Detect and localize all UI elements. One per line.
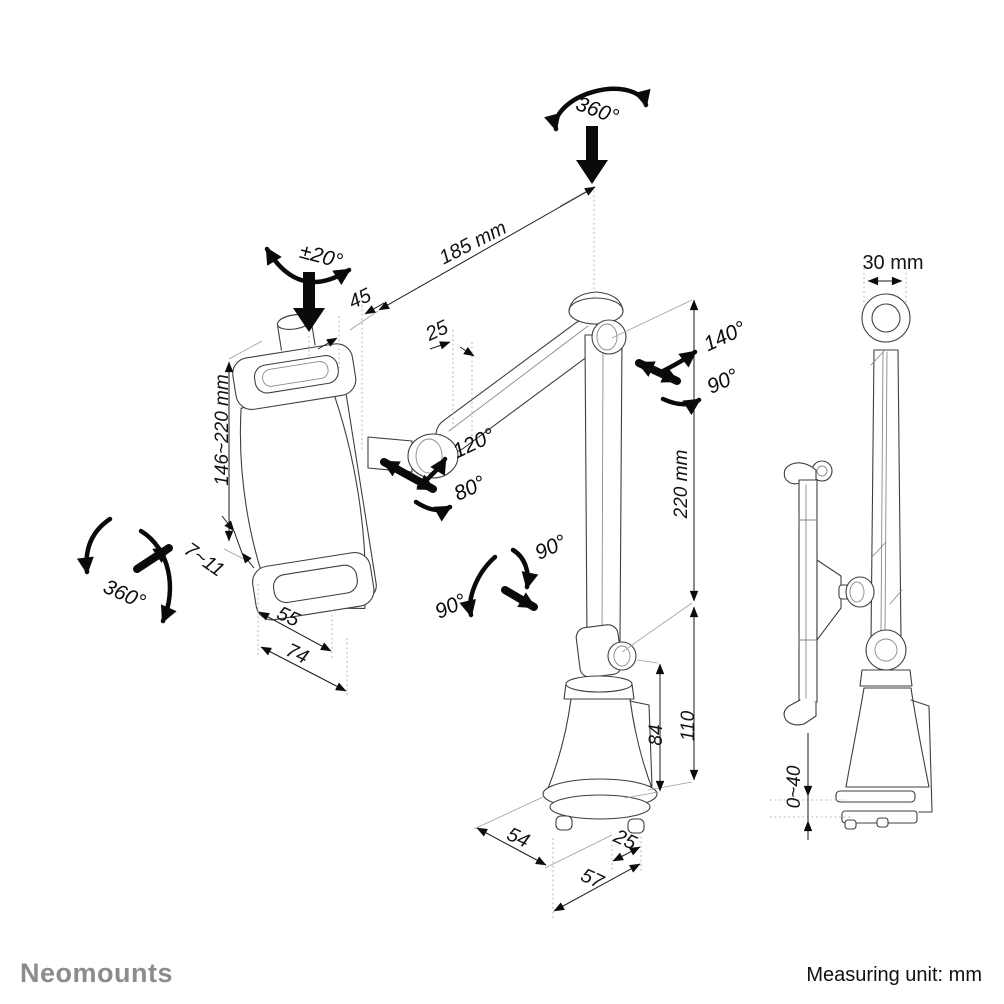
label-arm-diameter: 25: [421, 316, 452, 346]
dim-line-base-tab-offset: [612, 846, 641, 862]
upper-joint-down-arc: [413, 499, 453, 522]
elbow-joint-cap: [568, 297, 624, 325]
side-holder-top-hook: [783, 462, 817, 485]
tablet-holder: [232, 313, 377, 621]
measuring-unit-note: Measuring unit: mm: [806, 964, 982, 986]
elbow-joint-knob: [591, 319, 627, 355]
holder-swivel-arc-left: [76, 516, 113, 575]
elbow-down-arc: [660, 396, 702, 415]
label-lower-tilt-left: 90°: [432, 589, 471, 623]
upper-arm-tube: [435, 319, 603, 453]
elbow-up-arc: [658, 349, 698, 375]
front-view-drawing: [232, 291, 658, 834]
label-holder-height-range: 146~220 mm: [212, 374, 233, 485]
lower-tilt-bold-arrow: [501, 586, 538, 611]
lower-hinge-knob: [607, 641, 637, 671]
label-lower-tilt-right: 90°: [532, 530, 571, 564]
elbow-double-arrow: [635, 359, 681, 385]
holder-back-plate: [239, 383, 367, 609]
label-holder-outer-width: 74: [282, 639, 311, 668]
side-ball-joint: [845, 576, 875, 608]
label-base-depth: 57: [577, 864, 607, 894]
top-rotation-arc: [544, 86, 651, 132]
label-holder-tilt: ±20°: [297, 240, 345, 273]
side-elbow: [865, 629, 907, 671]
base-cone: [546, 698, 654, 792]
side-base-cone: [845, 687, 930, 788]
holder-tilt-down-arrow: [293, 272, 325, 332]
dim-line-holder-outer-width: [260, 646, 347, 692]
label-base-upper-height: 84: [646, 724, 667, 745]
label-clamp-jaw-range: 7~11: [180, 538, 228, 581]
dim-line-base-depth: [553, 863, 641, 912]
brand-logo: Neomounts: [20, 958, 173, 988]
motion-arrows: [76, 86, 702, 624]
side-holder-bar: [798, 479, 818, 703]
holder-swivel-arc-right: [138, 528, 177, 624]
label-elbow-up: 140°: [700, 317, 749, 356]
dim-line-base-width: [476, 827, 547, 866]
upper-joint-up-arc: [416, 456, 448, 490]
dim-line-arm-length: [378, 186, 596, 311]
label-elbow-down: 90°: [704, 364, 743, 398]
label-holder-swivel: 360°: [100, 575, 149, 614]
label-base-width: 54: [503, 823, 532, 852]
side-view-drawing: [783, 293, 933, 830]
side-holder-bottom-hook: [783, 699, 817, 726]
label-clamp-opening-range: 0~40: [784, 765, 805, 808]
dim-line-holder-inner-width: [258, 611, 332, 652]
dimension-lines: [221, 186, 903, 912]
label-upper-joint-down: 80°: [451, 471, 490, 505]
label-side-arm-width: 30 mm: [862, 252, 923, 274]
lower-tilt-right-arc: [510, 547, 539, 590]
label-arm-length: 185 mm: [436, 217, 510, 269]
top-down-arrow: [576, 126, 608, 184]
label-holder-depth: 45: [345, 284, 375, 314]
holder-top-jaw: [232, 343, 357, 411]
label-base-total-height: 110: [678, 710, 699, 741]
holder-swivel-bold-arrow: [133, 544, 173, 573]
label-column-height: 220 mm: [671, 450, 692, 520]
lower-tilt-left-arc: [459, 554, 498, 618]
vertical-arm: [584, 334, 623, 643]
label-top-rotation: 360°: [573, 92, 622, 128]
